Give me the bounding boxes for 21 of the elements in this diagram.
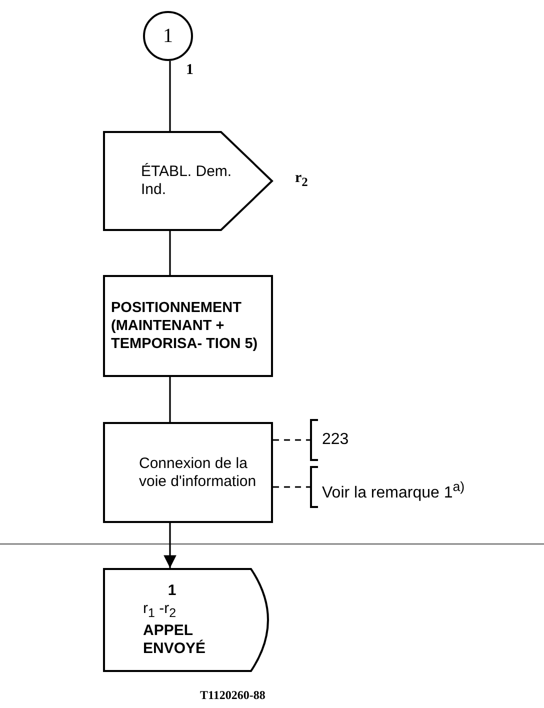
dashed-connector: [273, 439, 310, 441]
figure-code: T1120260-88: [200, 688, 266, 703]
process-text: POSITIONNEMENT (MAINTENANT + TEMPORISA- TION 5): [111, 299, 259, 353]
process-box: [103, 275, 273, 377]
process-box: [103, 422, 273, 523]
dashed-connector: [273, 486, 310, 488]
state-text: r$_{1}$ -r$_{2}$: [143, 600, 178, 622]
connector-line: [164, 523, 176, 568]
connector-line: [169, 377, 171, 422]
connector-line: [169, 61, 171, 131]
state-number: 1: [166, 582, 178, 600]
comment-text: Voir la remarque 1$^{a)}$: [322, 478, 465, 504]
connector-label: 1: [186, 62, 194, 79]
signal-text: ÉTABL. Dem. Ind.: [141, 163, 233, 199]
signal-label: r$_{2}$: [295, 170, 308, 190]
connector-circle: [143, 11, 193, 61]
connector-number: 1: [163, 27, 173, 45]
comment-text: 223: [322, 430, 349, 450]
state-text: APPEL ENVOYÉ: [143, 622, 207, 658]
process-text: Connexion de la voie d'information: [139, 454, 258, 490]
connector-line: [169, 231, 171, 275]
